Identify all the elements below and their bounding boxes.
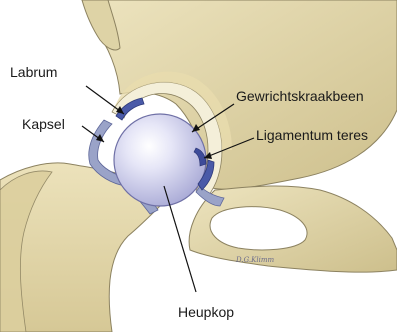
label-labrum: Labrum bbox=[10, 64, 57, 80]
label-heupkop: Heupkop bbox=[178, 304, 234, 320]
label-kapsel: Kapsel bbox=[22, 116, 65, 132]
label-ligamentum-teres: Ligamentum teres bbox=[256, 127, 368, 143]
artist-signature: D.G.Klimm bbox=[236, 256, 274, 264]
femoral-head bbox=[114, 114, 206, 206]
label-gewrichtskraakbeen: Gewrichtskraakbeen bbox=[236, 88, 364, 104]
